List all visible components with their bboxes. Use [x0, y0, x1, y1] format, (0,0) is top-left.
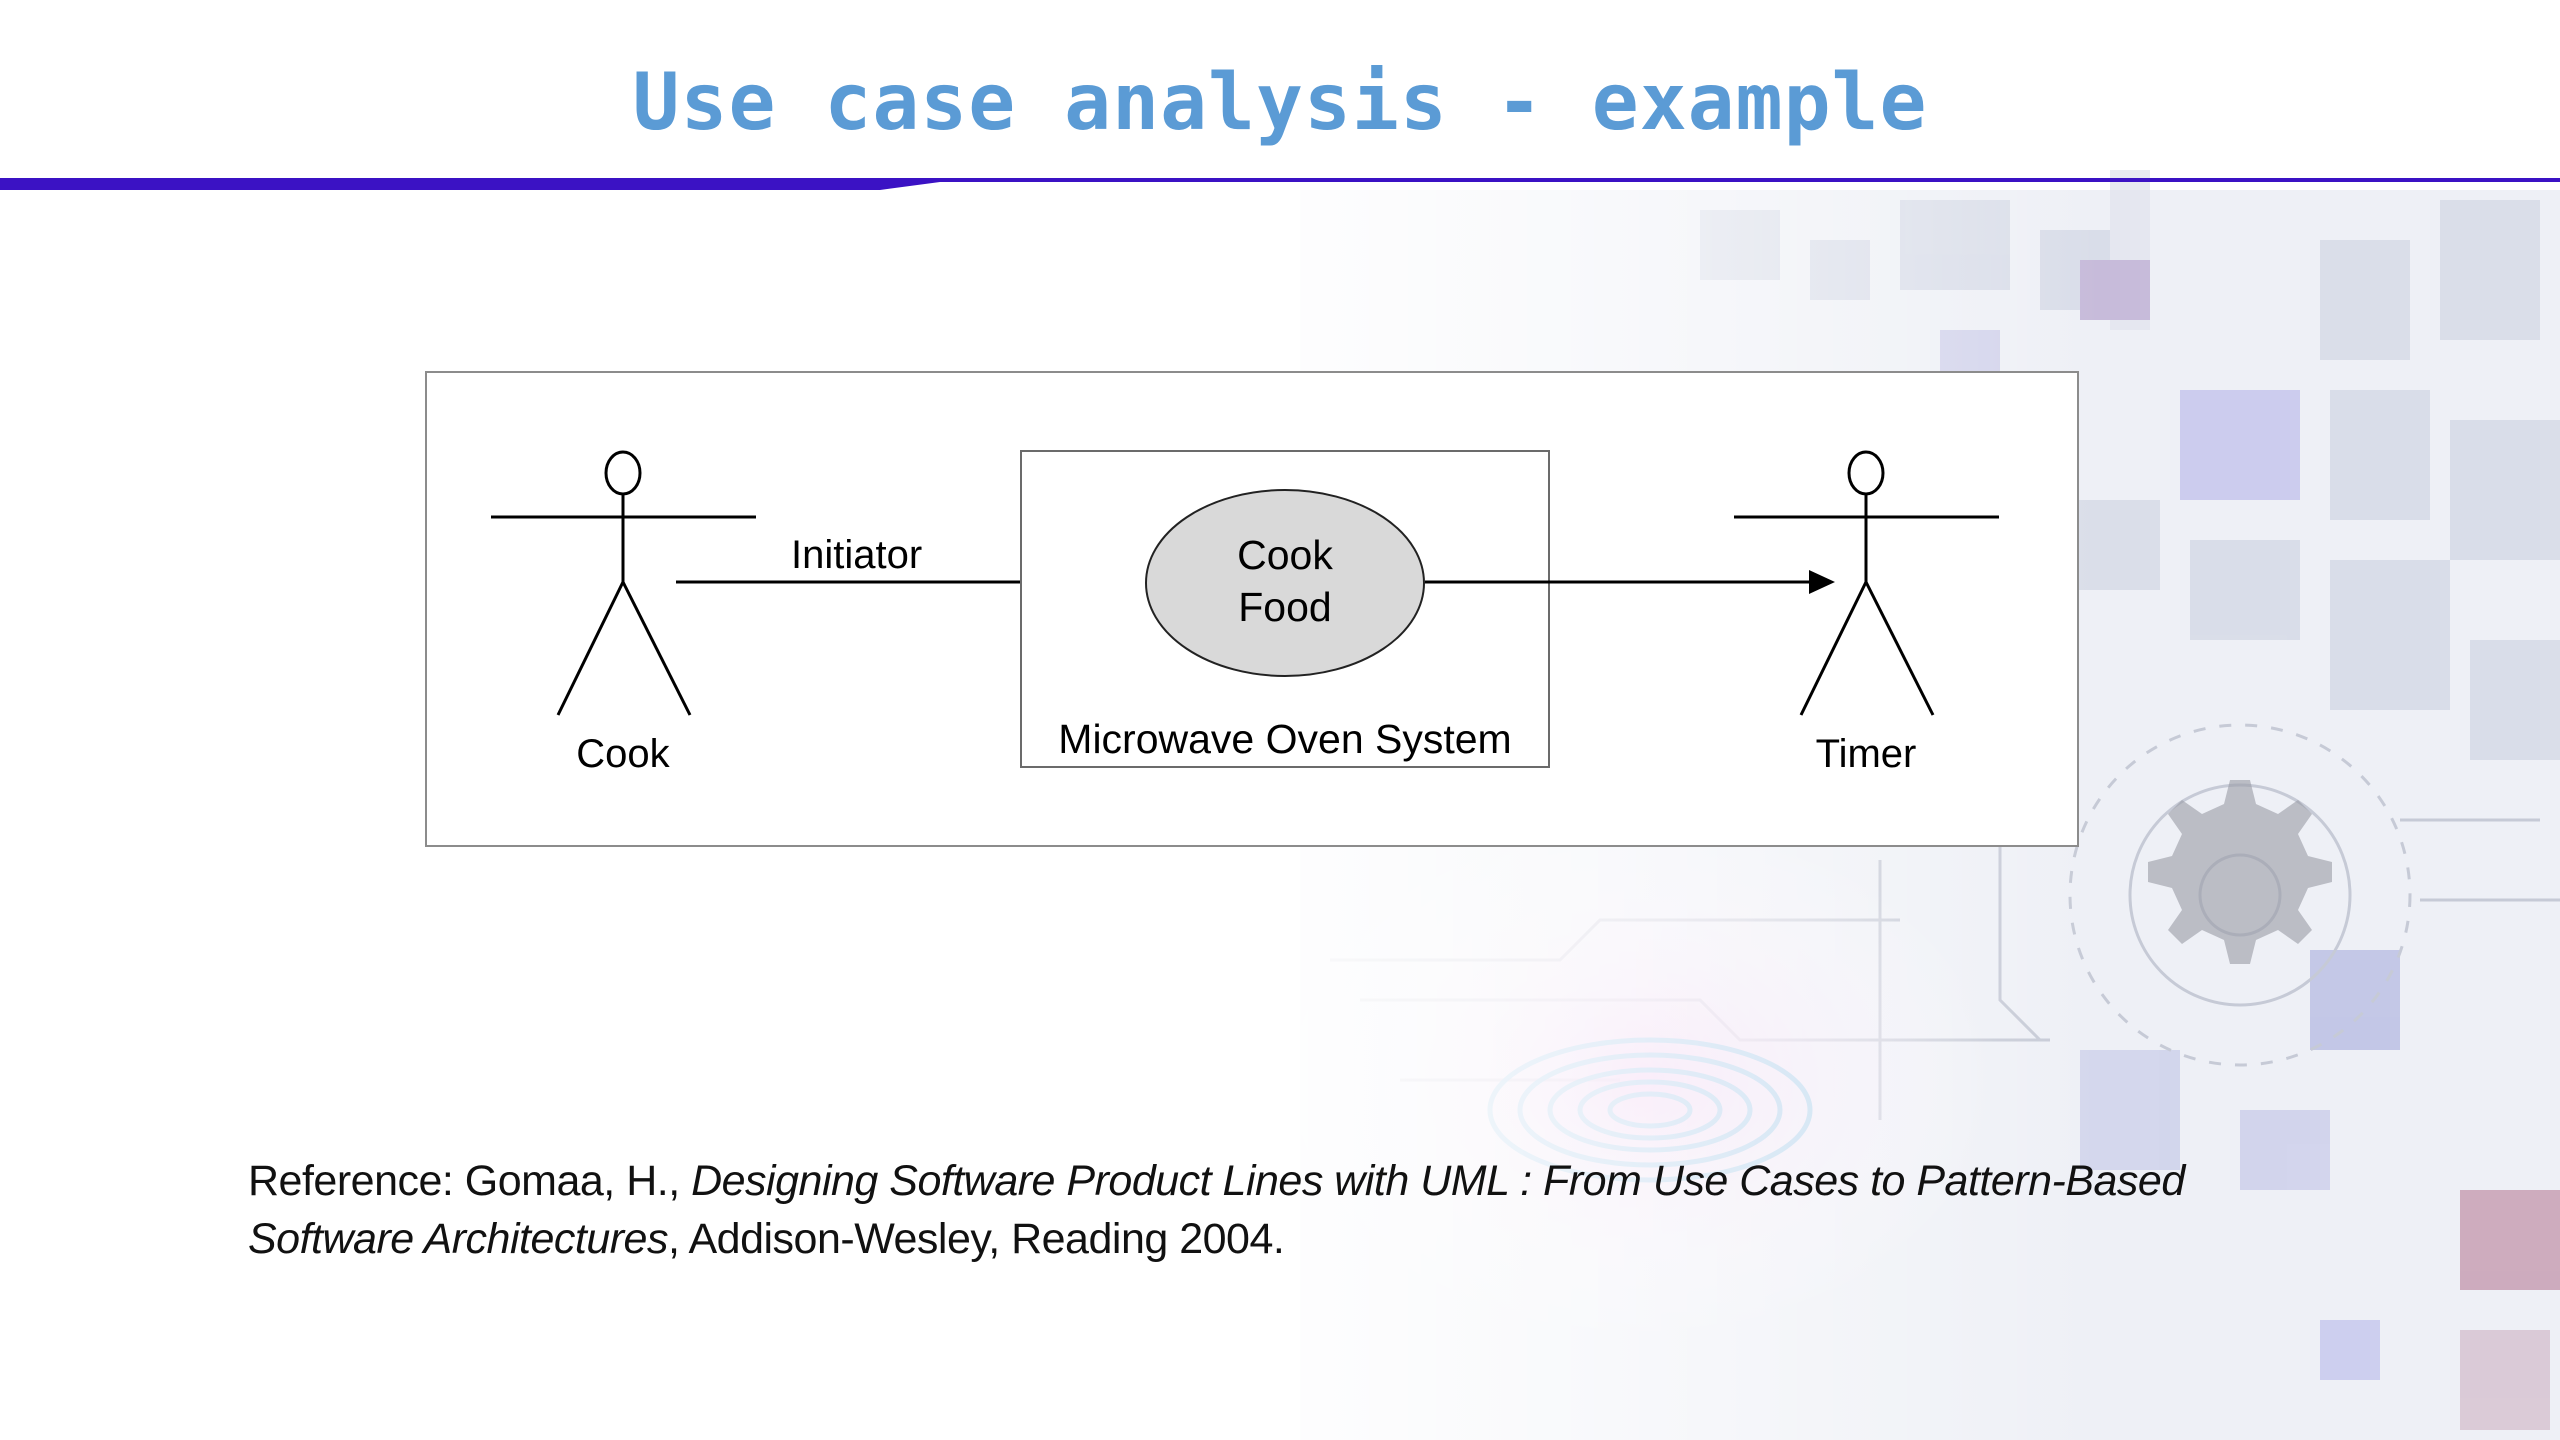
- use-case-label-line1: Cook: [1237, 532, 1333, 578]
- reference-suffix: , Addison-Wesley, Reading 2004.: [667, 1215, 1285, 1263]
- reference-prefix: Reference: Gomaa, H.,: [248, 1157, 680, 1205]
- slide-title: Use case analysis - example: [632, 58, 1928, 148]
- actor-cook-label: Cook: [576, 732, 670, 776]
- reference-citation: Reference: Gomaa, H., Designing Software…: [248, 1152, 2248, 1268]
- actor-timer: [1734, 450, 1999, 716]
- actor-cook: [491, 450, 756, 716]
- actor-timer-label: Timer: [1816, 732, 1917, 776]
- reference-book-title: Designing Software Product Lines with UM…: [248, 1157, 2185, 1263]
- association-label: Initiator: [791, 533, 922, 577]
- title-underline: [0, 178, 2560, 190]
- use-case-diagram: Cook Initiator Microwave Oven System Coo…: [425, 371, 2079, 847]
- system-boundary-label: Microwave Oven System: [1058, 716, 1511, 762]
- use-case-cook-food: [1145, 489, 1425, 677]
- use-case-label-line2: Food: [1238, 584, 1331, 630]
- arrowhead-icon: [1809, 570, 1835, 594]
